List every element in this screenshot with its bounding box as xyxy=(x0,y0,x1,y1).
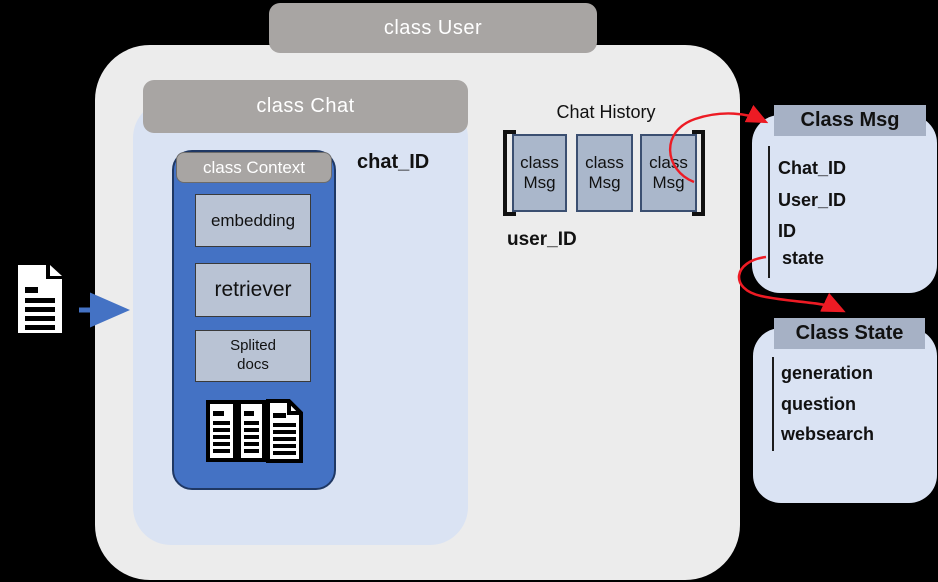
chat-history-title: Chat History xyxy=(556,102,656,122)
class-context-label: class Context xyxy=(202,157,306,177)
class-state-label: Class State xyxy=(795,322,904,344)
state-field-generation: generation xyxy=(781,363,874,383)
chat-history-msg-0: class Msg xyxy=(512,134,567,212)
document-icon xyxy=(18,265,62,333)
context-item-splited-docs: Splited docs xyxy=(195,330,311,382)
class-chat-header: class Chat xyxy=(143,80,468,133)
msg-field-state: state xyxy=(782,248,825,268)
msg-box-label: class Msg xyxy=(520,153,559,192)
msg-box-label: class Msg xyxy=(649,153,688,192)
documents-stack-icon xyxy=(206,399,303,463)
context-item-label: Splited docs xyxy=(230,337,276,373)
chat-history-msg-2: class Msg xyxy=(640,134,697,212)
chat-history-msg-1: class Msg xyxy=(576,134,633,212)
class-state-body xyxy=(753,328,937,503)
state-field-websearch: websearch xyxy=(781,424,875,444)
class-msg-header: Class Msg xyxy=(774,105,926,136)
context-item-label: embedding xyxy=(210,210,296,230)
list-bracket-left xyxy=(503,130,516,216)
class-user-label: class User xyxy=(383,16,483,39)
msg-box-label: class Msg xyxy=(585,153,624,192)
state-field-question: question xyxy=(781,394,856,414)
msg-field-id: ID xyxy=(778,221,796,241)
class-context-header: class Context xyxy=(176,152,332,183)
msg-field-user-id: User_ID xyxy=(778,190,847,210)
class-chat-label: class Chat xyxy=(256,95,355,117)
class-user-header: class User xyxy=(269,3,597,53)
context-item-embedding: embedding xyxy=(195,194,311,247)
chat-id-label: chat_ID xyxy=(357,151,430,173)
class-msg-label: Class Msg xyxy=(800,109,900,131)
user-id-label: user_ID xyxy=(507,229,577,250)
context-item-retriever: retriever xyxy=(195,263,311,317)
context-item-label: retriever xyxy=(214,278,292,301)
class-state-header: Class State xyxy=(774,318,925,349)
class-state-field-divider xyxy=(772,357,774,451)
class-msg-field-divider xyxy=(768,146,770,278)
msg-field-chat-id: Chat_ID xyxy=(778,158,847,178)
